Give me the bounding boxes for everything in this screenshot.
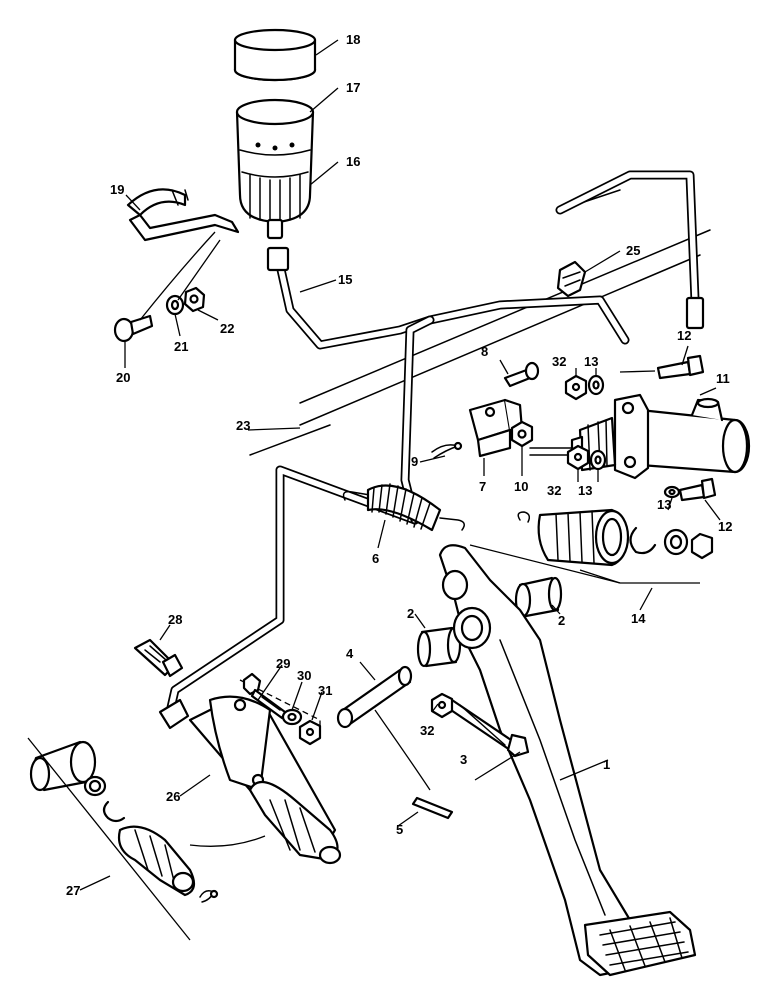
clevis bbox=[468, 398, 524, 458]
label-32c: 32 bbox=[420, 723, 434, 738]
label-5: 5 bbox=[396, 822, 403, 837]
label-23: 23 bbox=[236, 418, 250, 433]
bolt-12-lower bbox=[678, 477, 717, 502]
label-7: 7 bbox=[479, 479, 486, 494]
seal-kit bbox=[517, 508, 714, 567]
reservoir-body bbox=[235, 98, 315, 272]
label-4: 4 bbox=[346, 646, 354, 661]
pipe-23 bbox=[165, 465, 420, 717]
label-28: 28 bbox=[168, 612, 182, 627]
label-13b: 13 bbox=[578, 483, 592, 498]
label-3: 3 bbox=[460, 752, 467, 767]
label-26: 26 bbox=[166, 789, 180, 804]
label-32a: 32 bbox=[552, 354, 566, 369]
screw-20 bbox=[113, 314, 154, 343]
label-19: 19 bbox=[110, 182, 124, 197]
nut-10 bbox=[510, 420, 534, 448]
pipe-nut bbox=[266, 246, 290, 272]
label-30: 30 bbox=[297, 668, 311, 683]
upper-pipe bbox=[555, 170, 705, 330]
bracket-line-27 bbox=[27, 737, 266, 941]
pedal-pad bbox=[583, 910, 697, 977]
label-1: 1 bbox=[603, 757, 610, 772]
part-labels: 18 17 16 19 15 25 20 21 22 8 32 13 12 11… bbox=[66, 32, 732, 898]
pin-5 bbox=[411, 796, 454, 820]
label-11: 11 bbox=[716, 371, 730, 386]
clevis-pin bbox=[503, 361, 540, 388]
washer-21 bbox=[165, 294, 185, 316]
label-9: 9 bbox=[411, 454, 418, 469]
washer-13-lower bbox=[589, 449, 607, 471]
label-21: 21 bbox=[174, 339, 188, 354]
washer-30 bbox=[281, 708, 303, 726]
bolt-12-upper bbox=[619, 354, 705, 380]
split-pin bbox=[431, 441, 463, 459]
washer-13-right bbox=[663, 485, 681, 499]
label-20: 20 bbox=[116, 370, 130, 385]
label-2b: 2 bbox=[558, 613, 565, 628]
slave-cylinder bbox=[158, 695, 342, 865]
label-15: 15 bbox=[338, 272, 352, 287]
label-27: 27 bbox=[66, 883, 80, 898]
master-cylinder bbox=[529, 393, 751, 480]
pipe-clip bbox=[556, 260, 587, 298]
nut-32-lower bbox=[566, 444, 590, 471]
label-14: 14 bbox=[631, 611, 646, 626]
label-22: 22 bbox=[220, 321, 234, 336]
label-31: 31 bbox=[318, 683, 332, 698]
label-6: 6 bbox=[372, 551, 379, 566]
slave-seal-kit bbox=[29, 740, 219, 903]
label-17: 17 bbox=[346, 80, 360, 95]
nut-32-upper bbox=[564, 374, 588, 401]
label-12a: 12 bbox=[677, 328, 691, 343]
label-25: 25 bbox=[626, 243, 640, 258]
label-16: 16 bbox=[346, 154, 360, 169]
nut-31 bbox=[298, 719, 322, 746]
bleed-screw bbox=[133, 638, 184, 678]
leader-lines bbox=[79, 39, 721, 891]
bracket-line-14 bbox=[469, 544, 700, 584]
label-18: 18 bbox=[346, 32, 360, 47]
nut-22 bbox=[183, 286, 206, 313]
clamp-bracket bbox=[126, 188, 240, 242]
reservoir-cap bbox=[233, 28, 317, 82]
label-2a: 2 bbox=[407, 606, 414, 621]
assembly-line-21 bbox=[177, 239, 221, 301]
label-10: 10 bbox=[514, 479, 528, 494]
label-12b: 12 bbox=[718, 519, 732, 534]
label-32b: 32 bbox=[547, 483, 561, 498]
label-13c: 13 bbox=[657, 497, 671, 512]
pipe-union bbox=[685, 296, 705, 330]
nut-32-pedal bbox=[430, 692, 454, 719]
washer-13-upper bbox=[587, 374, 605, 396]
label-8: 8 bbox=[481, 344, 488, 359]
return-spring bbox=[342, 483, 465, 532]
pivot-tube bbox=[336, 665, 431, 791]
bush-2-right bbox=[514, 576, 563, 618]
label-13a: 13 bbox=[584, 354, 598, 369]
label-29: 29 bbox=[276, 656, 290, 671]
assembly-line-20 bbox=[139, 231, 216, 321]
pedal bbox=[438, 544, 643, 977]
